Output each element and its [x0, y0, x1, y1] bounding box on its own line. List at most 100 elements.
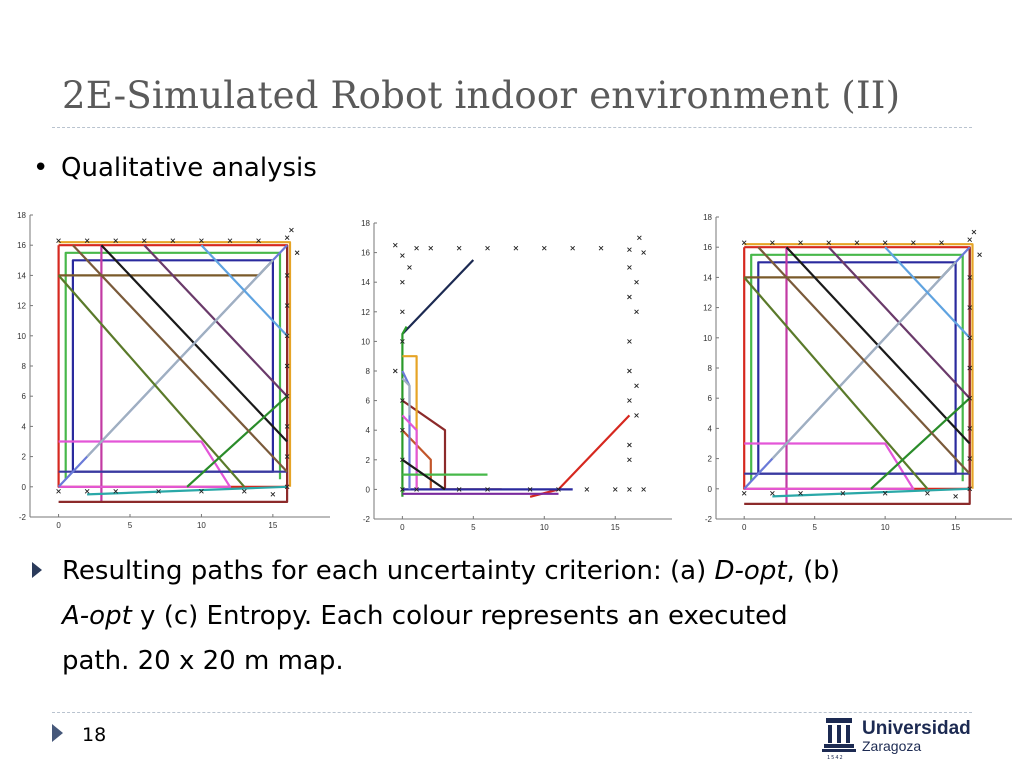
slide-title: 2E-Simulated Robot indoor environment (I…	[62, 74, 901, 117]
y-tick-label: 12	[361, 308, 370, 317]
landmark-marker	[428, 245, 434, 251]
landmark-marker	[392, 242, 398, 248]
landmark-marker	[953, 494, 958, 499]
landmark-marker	[741, 240, 747, 245]
landmark-marker	[967, 237, 973, 242]
footer-divider	[52, 712, 972, 713]
y-tick-label: 14	[361, 278, 370, 287]
path-series-line	[72, 244, 288, 473]
landmark-marker	[270, 492, 276, 497]
landmark-marker	[770, 240, 775, 245]
path-series-line	[870, 397, 971, 490]
landmark-marker	[798, 491, 803, 496]
landmark-marker	[634, 413, 639, 418]
landmark-marker	[199, 238, 204, 243]
landmark-marker	[967, 335, 973, 341]
landmark-marker	[627, 442, 632, 448]
landmark-marker	[414, 245, 419, 251]
path-series-line	[772, 487, 970, 498]
landmark-marker	[598, 245, 604, 251]
y-tick-label: 8	[708, 364, 713, 373]
landmark-marker	[141, 238, 147, 243]
y-tick-label: 12	[703, 304, 712, 313]
caption-bullet-icon	[32, 562, 42, 578]
landmark-marker	[882, 240, 888, 245]
landmark-marker	[400, 427, 405, 433]
x-tick-label: 0	[742, 523, 747, 532]
landmark-marker	[967, 486, 973, 492]
path-series-line	[743, 276, 929, 490]
x-tick-label: 0	[56, 521, 61, 530]
landmark-marker	[627, 368, 632, 374]
landmark-marker	[641, 487, 646, 492]
landmark-marker	[400, 253, 405, 258]
landmark-marker	[284, 333, 290, 339]
y-tick-label: 18	[703, 213, 712, 222]
caption-dopt: D-opt	[714, 556, 787, 586]
y-tick-label: 12	[17, 302, 26, 311]
y-tick-label: 2	[22, 453, 27, 462]
landmark-marker	[84, 489, 90, 494]
logo-city: Zaragoza	[862, 738, 922, 754]
y-tick-label: -2	[705, 515, 713, 524]
path-series-line	[401, 259, 475, 335]
y-tick-label: 0	[708, 485, 713, 494]
y-tick-label: 14	[17, 271, 26, 280]
y-tick-label: 2	[708, 455, 713, 464]
landmark-marker	[627, 339, 632, 344]
x-tick-label: 10	[881, 523, 890, 532]
y-tick-label: 4	[708, 424, 713, 433]
bullet-text: Qualitative analysis	[61, 153, 317, 183]
landmark-marker	[939, 240, 944, 245]
university-logo: Universidad Zaragoza 1542	[820, 716, 971, 762]
landmark-marker	[627, 398, 632, 403]
landmark-marker	[400, 309, 405, 315]
landmark-marker	[527, 487, 533, 492]
landmark-marker	[634, 383, 639, 389]
landmark-marker	[284, 454, 290, 459]
landmark-marker	[294, 250, 300, 256]
landmark-marker	[284, 235, 290, 240]
x-tick-label: 15	[268, 521, 277, 530]
caption-part: Resulting paths for each uncertainty cri…	[62, 556, 715, 586]
path-series-line	[744, 243, 974, 489]
y-tick-label: 0	[366, 485, 371, 494]
path-series-line	[87, 485, 288, 496]
path-series-line	[401, 377, 411, 416]
landmark-marker	[156, 489, 161, 494]
y-tick-label: 6	[22, 392, 27, 401]
caption-text: Resulting paths for each uncertainty cri…	[62, 549, 972, 684]
landmark-marker	[798, 240, 803, 245]
x-tick-label: 5	[812, 523, 817, 532]
landmark-marker	[392, 368, 398, 374]
landmark-marker	[241, 489, 247, 494]
landmark-marker	[637, 235, 642, 241]
caption-part: , (b)	[786, 556, 840, 586]
landmark-marker	[513, 245, 519, 251]
caption-aopt: A-opt	[62, 601, 132, 631]
landmark-marker	[741, 491, 747, 496]
landmark-marker	[967, 426, 973, 431]
landmark-marker	[634, 279, 639, 285]
y-tick-label: 0	[22, 483, 27, 492]
logo-year: 1542	[827, 755, 844, 761]
landmark-marker	[170, 238, 176, 243]
landmark-marker	[113, 489, 119, 494]
landmark-marker	[485, 245, 490, 251]
path-series-line	[57, 274, 246, 488]
landmark-marker	[584, 487, 590, 492]
path-series-line	[58, 440, 232, 488]
path-series-line	[757, 246, 971, 475]
y-tick-label: 10	[17, 332, 26, 341]
landmark-marker	[641, 250, 646, 255]
caption: Resulting paths for each uncertainty cri…	[32, 549, 972, 684]
landmark-marker	[840, 491, 846, 496]
path-series-line	[401, 326, 408, 497]
y-tick-label: 6	[366, 397, 371, 406]
path-series-line	[58, 245, 289, 503]
x-tick-label: 15	[951, 523, 960, 532]
